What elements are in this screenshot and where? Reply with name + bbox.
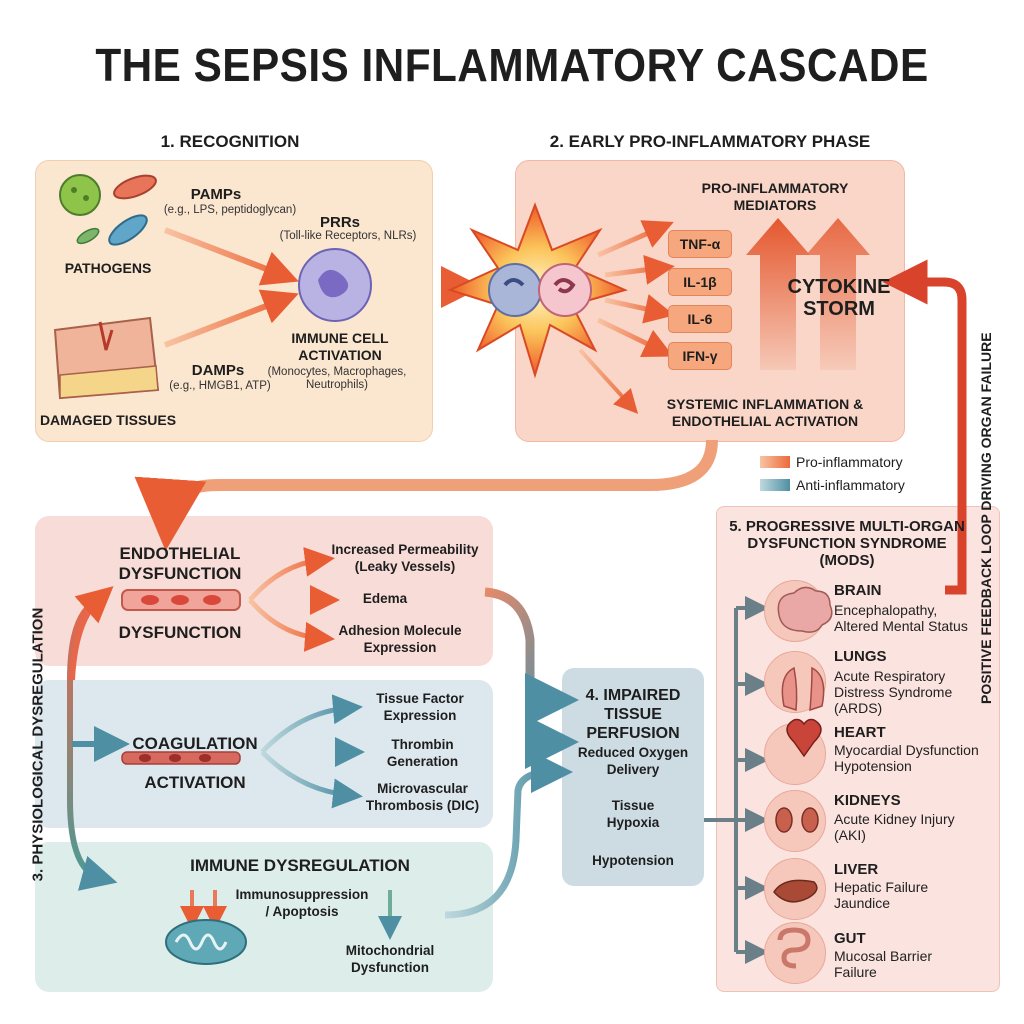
organ-desc-heart: Myocardial Dysfunction Hypotension <box>834 742 979 774</box>
adhesion-label: Adhesion Molecule Expression <box>338 623 462 655</box>
legend-anti-swatch <box>760 479 790 491</box>
prrs-label: PRRs <box>319 214 360 231</box>
mods-header: 5. PROGRESSIVE MULTI-ORGAN DYSFUNCTION S… <box>729 518 965 569</box>
organ-name-heart: HEART <box>834 724 886 741</box>
organ-desc-brain: Encephalopathy, Altered Mental Status <box>834 602 968 634</box>
pamps-label: PAMPs <box>190 186 242 203</box>
inflammation-burst-icon <box>447 202 628 379</box>
edema-label: Edema <box>362 591 408 606</box>
mitochondrial-label: Mitochondrial Dysfunction <box>345 943 435 975</box>
thrombin-label: Thrombin Generation <box>386 737 459 769</box>
damaged-tissues-label: DAMAGED TISSUES <box>39 412 177 428</box>
organ-name-gut: GUT <box>834 930 866 947</box>
immune-dysregulation-title: IMMUNE DYSREGULATION <box>190 856 410 875</box>
organ-desc-liver: Hepatic Failure Jaundice <box>834 879 929 911</box>
dysregulation-side-label: 3. PHYSIOLOGICAL DYSREGULATION <box>29 607 47 882</box>
legend-anti-label: Anti-inflammatory <box>796 477 905 493</box>
legend-pro-swatch <box>760 456 790 468</box>
brain-icon <box>764 580 826 642</box>
mediator-il1b: IL-1β <box>668 268 732 296</box>
lungs-icon <box>764 651 826 713</box>
endothelial-title: ENDOTHELIAL DYSFUNCTION <box>118 544 242 583</box>
legend-pro-label: Pro-inflammatory <box>796 454 903 470</box>
vessel-icon <box>121 589 241 611</box>
mediator-tnf: TNF-α <box>668 230 732 258</box>
organ-name-brain: BRAIN <box>834 582 882 599</box>
coagulation-subtitle: ACTIVATION <box>144 773 246 792</box>
mediator-ifng: IFN-γ <box>668 342 732 370</box>
heart-icon <box>764 723 826 785</box>
damps-label: DAMPs <box>191 362 245 379</box>
perfusion-panel <box>562 668 704 886</box>
page-title: THE SEPSIS INFLAMMATORY CASCADE <box>95 39 929 91</box>
feedback-loop-label: POSITIVE FEEDBACK LOOP DRIVING ORGAN FAI… <box>978 332 994 704</box>
hypotension-label: Hypotension <box>592 853 674 868</box>
mediators-title: PRO-INFLAMMATORY MEDIATORS <box>701 180 849 213</box>
clot-vessel-icon <box>121 751 241 765</box>
thrombosis-label: Microvascular Thrombosis (DIC) <box>365 781 480 813</box>
perfusion-header: 4. IMPAIRED TISSUE PERFUSION <box>585 687 681 742</box>
tissue-hypoxia-label: Tissue Hypoxia <box>606 798 660 830</box>
mediator-il6: IL-6 <box>668 305 732 333</box>
immune-activation-examples: (Monocytes, Macrophages, Neutrophils) <box>267 366 407 391</box>
immune-activation-label: IMMUNE CELL ACTIVATION <box>291 330 389 363</box>
early-phase-header: 2. EARLY PRO-INFLAMMATORY PHASE <box>549 132 871 151</box>
organ-name-liver: LIVER <box>834 861 879 878</box>
pathogens-label: PATHOGENS <box>64 260 152 276</box>
reduced-oxygen-label: Reduced Oxygen Delivery <box>577 745 689 777</box>
prrs-examples: (Toll-like Receptors, NLRs) <box>279 230 417 242</box>
damaged-tissue-icon <box>53 316 160 400</box>
damps-examples: (e.g., HMGB1, ATP) <box>169 380 271 392</box>
systemic-inflammation-label: SYSTEMIC INFLAMMATION & ENDOTHELIAL ACTI… <box>666 396 864 429</box>
recognition-header: 1. RECOGNITION <box>160 132 300 151</box>
pathogen-icon <box>59 174 157 246</box>
liver-icon <box>764 858 826 920</box>
organ-desc-gut: Mucosal Barrier Failure <box>834 948 933 980</box>
endothelial-subtitle: DYSFUNCTION <box>118 623 242 642</box>
organ-name-lungs: LUNGS <box>834 648 887 665</box>
mitochondria-icon <box>165 919 247 965</box>
immunosuppression-label: Immunosuppression / Apoptosis <box>235 887 369 919</box>
organ-desc-lungs: Acute Respiratory Distress Syndrome (ARD… <box>834 668 953 716</box>
cytokine-storm-label: CYTOKINE STORM <box>787 276 891 320</box>
pamps-examples: (e.g., LPS, peptidoglycan) <box>163 204 297 216</box>
kidneys-icon <box>764 790 826 852</box>
gut-icon <box>764 922 826 984</box>
tissue-factor-label: Tissue Factor Expression <box>376 691 464 723</box>
organ-name-kidneys: KIDNEYS <box>834 792 901 809</box>
coagulation-title: COAGULATION <box>132 734 258 753</box>
organ-desc-kidneys: Acute Kidney Injury (AKI) <box>834 811 955 843</box>
immune-cell-icon <box>298 248 372 322</box>
permeability-label: Increased Permeability (Leaky Vessels) <box>331 542 479 574</box>
